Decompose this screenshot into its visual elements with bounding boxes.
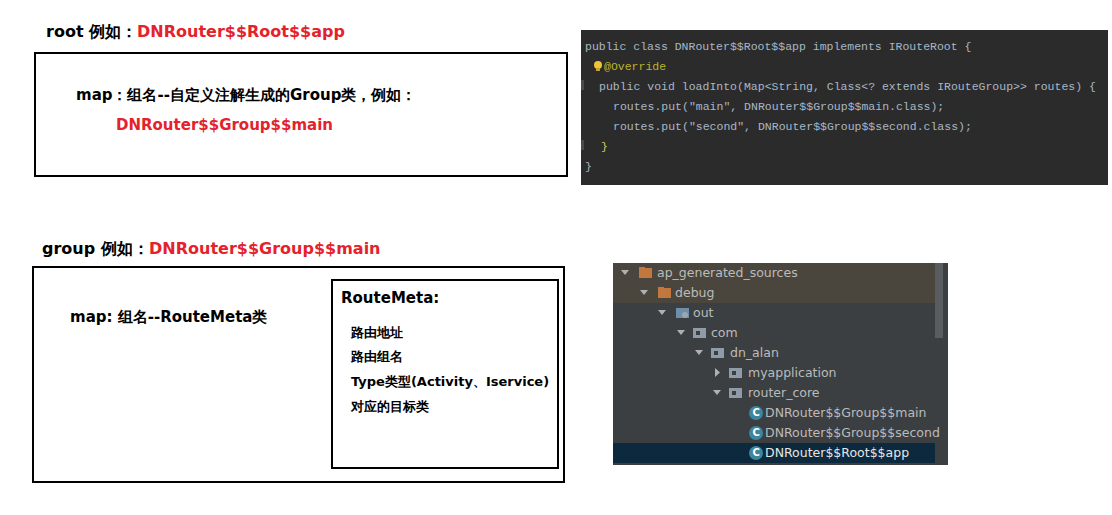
box: RouteMeta: 路由地址路由组名 Type类型(Activity、Iservi… <box>331 279 559 469</box>
code-line: } <box>585 160 592 174</box>
code-line: routes.put("main", DNRouter$$Group$$main… <box>613 100 944 114</box>
box-text: Type类型(Activity、Iservice) <box>351 374 549 390</box>
code-screenshot: public class DNRouter$$Root$$app impleme… <box>581 30 1108 185</box>
box-text: map：组名--自定义注解生成的Group类，例如： <box>76 86 416 104</box>
code-line: public void loadInto(Map<String, Class<?… <box>599 80 1096 94</box>
tree-item: DNRouter$$Group$$main <box>765 405 927 420</box>
highlight-text: DNRouter$$Group$$main <box>149 239 381 258</box>
class-icon-letter: C <box>753 447 760 459</box>
file-tree-screenshot: ap_generated_sourcesdebug out com dn_alanmy… <box>613 263 948 465</box>
box-text: 路由组名 <box>351 349 403 365</box>
tree-item: com <box>711 325 738 340</box>
tree-item: out <box>693 305 713 320</box>
tree-item: router_core <box>748 385 820 400</box>
code-line: } <box>601 140 608 154</box>
box: group 例如：DNRouter$$Group$$mainmap: 组名--R… <box>32 266 565 483</box>
tree-item: DNRouter$$Group$$second <box>765 425 940 440</box>
tree-item: dn_alan <box>730 345 779 360</box>
class-icon-letter: C <box>753 427 760 439</box>
code-line: @Override <box>604 60 666 74</box>
code-line: public class DNRouter$$Root$$app impleme… <box>585 40 971 54</box>
tree-item: ap_generated_sources <box>657 265 798 280</box>
code-line: routes.put("second", DNRouter$$Group$$se… <box>613 120 972 134</box>
box-text: group 例如： <box>42 239 149 258</box>
box-text: RouteMeta: <box>341 289 439 307</box>
scrollbar <box>935 263 943 338</box>
box-text: root 例如： <box>46 22 137 41</box>
tree-item: debug <box>675 285 714 300</box>
box-text: map: 组名--RouteMeta类 <box>70 308 267 326</box>
highlight-text: DNRouter$$Group$$main <box>116 116 333 134</box>
bulb-icon <box>593 60 603 72</box>
box-text: 路由地址 <box>351 325 403 341</box>
box-text: 对应的目标类 <box>351 399 429 415</box>
tree-item: DNRouter$$Root$$app <box>765 445 909 460</box>
highlight-text: DNRouter$$Root$$app <box>137 22 345 41</box>
tree-item: myapplication <box>748 365 837 380</box>
class-icon-letter: C <box>753 407 760 419</box>
box: root 例如：DNRouter$$Root$$appmap：组名--自定义注解… <box>34 52 568 177</box>
